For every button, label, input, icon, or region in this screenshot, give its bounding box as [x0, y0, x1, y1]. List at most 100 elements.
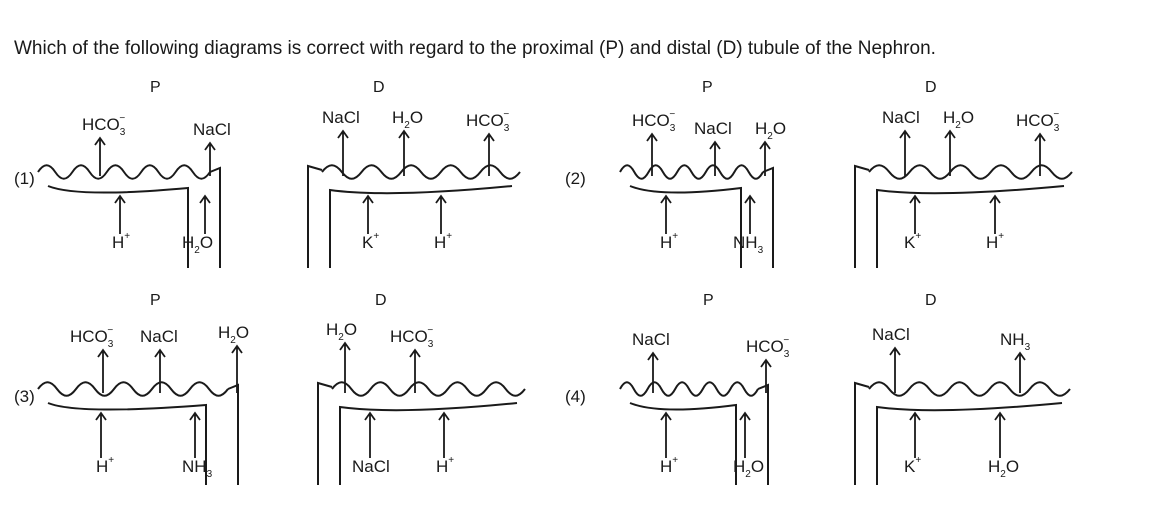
proximal-inner-wall: [629, 185, 742, 268]
proximal-bottom-arrow: [114, 194, 126, 234]
proximal-wavy-membrane: [619, 164, 764, 180]
proximal-bottom-label: NH3: [733, 233, 764, 256]
distal-bottom-label: H+: [434, 231, 452, 252]
distal-bottom-arrow: [994, 411, 1006, 458]
distal-wavy-membrane: [868, 164, 1073, 180]
proximal-top-arrow: [97, 348, 109, 393]
proximal-outer-wall: [757, 383, 769, 485]
proximal-bottom-label: H2O: [733, 457, 764, 480]
proximal-top-label: H2O: [755, 119, 786, 142]
distal-top-label: HCO3−: [466, 109, 510, 134]
proximal-top-label: H2O: [218, 323, 249, 346]
distal-bottom-label: K+: [904, 231, 921, 252]
distal-header: D: [373, 79, 385, 96]
distal-wavy-membrane: [868, 381, 1071, 397]
proximal-header: P: [703, 292, 714, 309]
distal-header: D: [925, 79, 937, 96]
distal-inner-wall: [329, 185, 513, 268]
distal-bottom-arrow: [989, 194, 1001, 234]
distal-bottom-arrow: [362, 194, 374, 234]
distal-top-arrow: [398, 129, 410, 176]
proximal-top-arrow: [94, 136, 106, 176]
distal-top-label: NaCl: [872, 325, 910, 344]
proximal-outer-wall: [762, 166, 774, 268]
proximal-bottom-arrow: [660, 411, 672, 458]
proximal-bottom-label: H+: [112, 231, 130, 252]
distal-outer-wall: [317, 381, 333, 485]
proximal-bottom-arrow: [744, 194, 756, 234]
distal-bottom-label: H+: [986, 231, 1004, 252]
proximal-bottom-arrow: [199, 194, 211, 234]
distal-tubule: D NaCl H2O HCO3− K+ H+: [854, 79, 1073, 268]
distal-wavy-membrane: [331, 381, 526, 397]
proximal-top-arrow: [204, 141, 216, 176]
distal-bottom-arrow: [909, 194, 921, 234]
option-number: (1): [14, 169, 35, 188]
distal-top-arrow: [483, 132, 495, 176]
proximal-bottom-arrow: [95, 411, 107, 458]
proximal-header: P: [150, 292, 161, 309]
proximal-tubule: P HCO3− NaCl H2O H+ NH3: [37, 292, 249, 485]
distal-bottom-label: K+: [904, 455, 921, 476]
distal-header: D: [375, 292, 387, 309]
distal-bottom-arrow: [364, 411, 376, 458]
distal-outer-wall: [854, 164, 870, 268]
proximal-top-arrow: [647, 351, 659, 393]
proximal-inner-wall: [47, 185, 189, 268]
distal-bottom-label: K+: [362, 231, 379, 252]
proximal-bottom-label: H+: [660, 455, 678, 476]
proximal-top-arrow: [709, 140, 721, 176]
proximal-top-label: HCO3−: [82, 113, 126, 138]
proximal-top-arrow: [154, 348, 166, 393]
distal-bottom-arrow: [438, 411, 450, 458]
proximal-wavy-membrane: [37, 164, 211, 180]
proximal-outer-wall: [209, 166, 221, 268]
proximal-bottom-label: H2O: [182, 233, 213, 256]
option-number: (2): [565, 169, 586, 188]
proximal-header: P: [702, 79, 713, 96]
proximal-top-arrow: [760, 358, 772, 393]
distal-top-label: HCO3−: [390, 325, 434, 350]
proximal-top-label: NaCl: [632, 330, 670, 349]
distal-top-label: H2O: [943, 108, 974, 131]
proximal-top-label: NaCl: [193, 120, 231, 139]
proximal-tubule: P NaCl HCO3− H+ H2O: [619, 292, 790, 485]
proximal-bottom-arrow: [660, 194, 672, 234]
distal-bottom-label: H+: [436, 455, 454, 476]
distal-bottom-arrow: [435, 194, 447, 234]
distal-top-arrow: [409, 348, 421, 393]
proximal-bottom-arrow: [739, 411, 751, 458]
distal-top-arrow: [1034, 132, 1046, 176]
distal-header: D: [925, 292, 937, 309]
distal-top-label: NaCl: [322, 108, 360, 127]
distal-wavy-membrane: [321, 164, 521, 180]
proximal-top-label: HCO3−: [632, 109, 676, 134]
proximal-bottom-label: H+: [660, 231, 678, 252]
question-text: Which of the following diagrams is corre…: [14, 38, 936, 59]
distal-bottom-label: NaCl: [352, 457, 390, 476]
distal-top-arrow: [899, 129, 911, 176]
distal-bottom-arrow: [909, 411, 921, 458]
proximal-bottom-label: NH3: [182, 457, 213, 480]
proximal-top-label: HCO3−: [70, 325, 114, 350]
proximal-tubule: P HCO3− NaCl H2O H+ NH3: [619, 79, 786, 268]
distal-bottom-label: H2O: [988, 457, 1019, 480]
proximal-inner-wall: [47, 402, 207, 485]
proximal-top-label: NaCl: [140, 327, 178, 346]
distal-top-label: NaCl: [882, 108, 920, 127]
proximal-wavy-membrane: [37, 381, 229, 397]
distal-top-label: HCO3−: [1016, 109, 1060, 134]
proximal-top-arrow: [646, 132, 658, 176]
proximal-top-label: NaCl: [694, 119, 732, 138]
proximal-top-label: HCO3−: [746, 335, 790, 360]
proximal-bottom-label: H+: [96, 455, 114, 476]
distal-top-arrow: [944, 129, 956, 176]
proximal-outer-wall: [227, 383, 239, 485]
